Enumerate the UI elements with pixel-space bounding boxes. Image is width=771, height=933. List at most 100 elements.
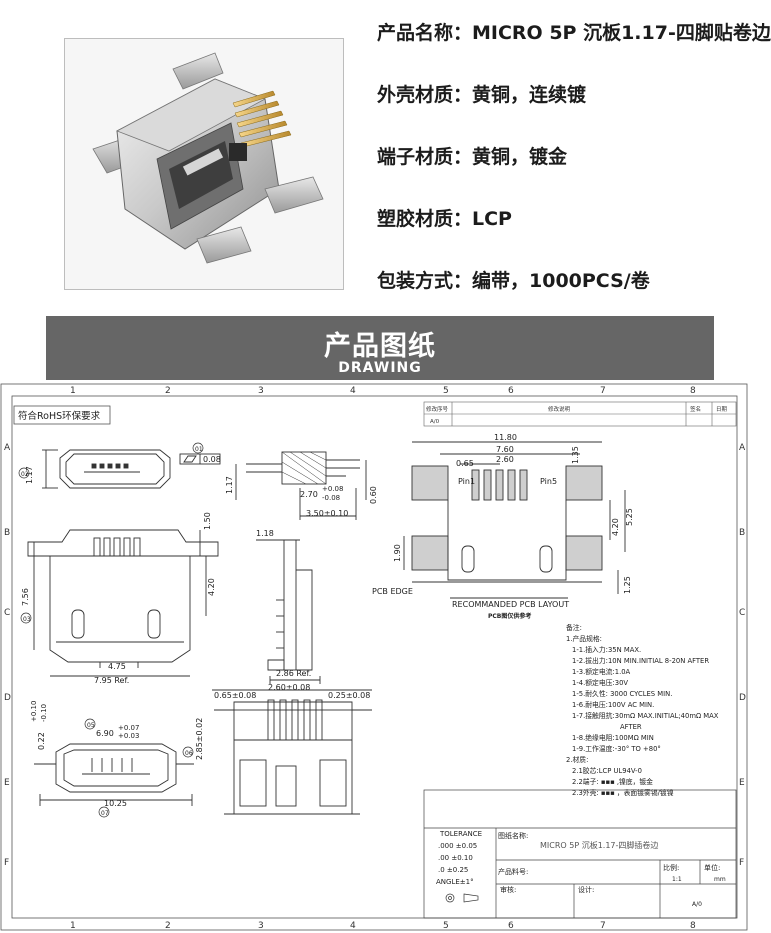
- tolerance-line: ANGLE±1°: [436, 878, 474, 886]
- callout-03: [20, 612, 32, 624]
- bottom-front-view: [212, 689, 372, 815]
- col-label: 1: [70, 386, 76, 396]
- dim-2-86: 2.86 Ref.: [276, 669, 311, 678]
- dim-0-60: 0.60: [369, 486, 378, 504]
- dim-2-85: 2.85±0.02: [195, 718, 204, 760]
- col-label-bottom: 8: [690, 921, 696, 931]
- row-label: C: [4, 608, 10, 618]
- projection-symbol-icon: [445, 893, 479, 903]
- note-line: 备注:: [566, 623, 582, 632]
- callout-07-label: 07: [101, 810, 109, 817]
- row-label: B: [4, 528, 10, 538]
- col-label-bottom: 7: [600, 921, 606, 931]
- note-line: 1-3.额定电流:1.0A: [572, 667, 631, 676]
- callout-01: [192, 442, 204, 454]
- col-label: 2: [165, 386, 171, 396]
- col-label: 8: [690, 386, 696, 396]
- note-line: 1.产品规格:: [566, 634, 602, 643]
- callout-06-label: 06: [185, 750, 193, 757]
- row-label-right: B: [739, 528, 745, 538]
- side-section-view: [256, 539, 321, 684]
- col-label: 4: [350, 386, 356, 396]
- pcb-layout-title: RECOMMANDED PCB LAYOUT: [452, 600, 569, 609]
- rev-header-date: 日期: [716, 406, 728, 413]
- rev-header-desc: 修改说明: [548, 405, 571, 413]
- row-label: F: [4, 858, 9, 868]
- flatness-value: 0.08: [203, 455, 221, 464]
- spec-shell-material: 外壳材质：黄铜，连续镀: [377, 84, 587, 106]
- note-line: 2.1胶芯:LCP UL94V-0: [572, 766, 642, 775]
- pcb-dim-11-80: 11.80: [494, 433, 517, 442]
- col-label-bottom: 3: [258, 921, 264, 931]
- dim-6-90: 6.90: [96, 729, 114, 738]
- row-label: E: [4, 778, 10, 788]
- pcb-dim-1-25: 1.25: [623, 576, 632, 594]
- dim-1-17-side: 1.17: [225, 476, 234, 494]
- dim-1-18: 1.18: [256, 529, 274, 538]
- note-line: AFTER: [620, 723, 642, 731]
- title-block-scale-label: 比例:: [663, 863, 679, 872]
- spec-terminal-material: 端子材质：黄铜，镀金: [377, 146, 568, 168]
- dim-7-95: 7.95 Ref.: [94, 676, 129, 685]
- rev-value: A/0: [430, 419, 440, 425]
- dim-0-65: 0.65±0.08: [214, 691, 256, 700]
- note-line: 1-2.拔出力:10N MIN.INITIAL 8-20N AFTER: [572, 656, 709, 665]
- pcb-dim-1-90: 1.90: [393, 544, 402, 562]
- row-label-right: D: [739, 693, 746, 703]
- callout-05: [84, 718, 96, 730]
- tolerance-line: .000 ±0.05: [438, 842, 477, 850]
- dim-2-70-tol-up: +0.08: [322, 485, 343, 493]
- dim-0-22-tol-down: -0.10: [40, 704, 48, 722]
- col-label-bottom: 6: [508, 921, 514, 931]
- dim-0-25: 0.25±0.08: [328, 691, 370, 700]
- pin5-label: Pin5: [540, 477, 557, 486]
- top-view: [27, 529, 219, 677]
- dim-2-70: 2.70: [300, 490, 318, 499]
- rev-header-sign: 签名: [690, 405, 701, 413]
- tolerance-line: .0 ±0.25: [438, 866, 468, 874]
- title-block: [423, 789, 737, 919]
- side-view-top: [235, 451, 367, 520]
- notes-block: 备注: 1.产品规格: 1-1.插入力:35N MAX. 1-2.拔出力:10N…: [566, 623, 719, 797]
- dim-4-75: 4.75: [108, 662, 126, 671]
- callout-06: [182, 746, 194, 758]
- dim-2-60: 2.60±0.08: [268, 683, 310, 692]
- product-photo: [64, 38, 344, 290]
- pcb-layout-note: PCB图仅供参考: [488, 612, 531, 620]
- dim-6-90-tol-down: +0.03: [118, 732, 139, 740]
- section-title: 产品图纸: [324, 331, 436, 362]
- drawing-inner-border: [11, 395, 738, 919]
- section-subtitle: DRAWING: [338, 360, 422, 376]
- pcb-dim-2-60: 2.60: [496, 455, 514, 464]
- title-block-name-label: 图纸名称:: [498, 831, 528, 840]
- note-line: 1-7.接触阻抗:30mΩ MAX.INITIAL;40mΩ MAX: [572, 711, 719, 720]
- title-block-scale-value: 1:1: [672, 876, 682, 883]
- note-line: 1-1.插入力:35N MAX.: [572, 645, 641, 654]
- dim-2-70-tol-down: -0.08: [322, 494, 340, 502]
- row-label-right: E: [739, 778, 745, 788]
- technical-drawing: 1 2 3 4 5 6 7 8 1 2 3 4 5 6 7 8 A B C D …: [0, 383, 748, 931]
- callout-05-label: 05: [87, 722, 95, 729]
- col-label-bottom: 4: [350, 921, 356, 931]
- dim-6-90-tol-up: +0.07: [118, 724, 139, 732]
- title-block-unit-value: mm: [714, 876, 726, 883]
- title-block-sheet-value: A/0: [692, 901, 702, 908]
- dim-1-17-front: 1.17: [25, 466, 34, 484]
- spec-packaging: 包装方式：编带，1000PCS/卷: [377, 270, 650, 292]
- dim-4-20-top: 4.20: [207, 578, 216, 596]
- pcb-dim-7-60: 7.60: [496, 445, 514, 454]
- dim-3-50: 3.50±0.10: [306, 509, 348, 518]
- title-block-review-label: 审核:: [500, 885, 516, 894]
- callout-02: [18, 467, 30, 479]
- title-block-part-label: 产品料号:: [498, 867, 528, 876]
- callout-02-label: 02: [21, 471, 29, 478]
- row-label-right: F: [739, 858, 744, 868]
- pcb-edge-label: PCB EDGE: [372, 587, 413, 596]
- col-label: 6: [508, 386, 514, 396]
- dim-10-25: 10.25: [104, 799, 127, 808]
- col-label-bottom: 5: [443, 921, 449, 931]
- section-header: 产品图纸 DRAWING: [46, 316, 714, 380]
- row-label-right: A: [739, 443, 746, 453]
- spec-product-name: 产品名称：MICRO 5P 沉板1.17-四脚贴卷边: [377, 22, 771, 44]
- note-line: 1-6.耐电压:100V AC MIN.: [572, 700, 654, 709]
